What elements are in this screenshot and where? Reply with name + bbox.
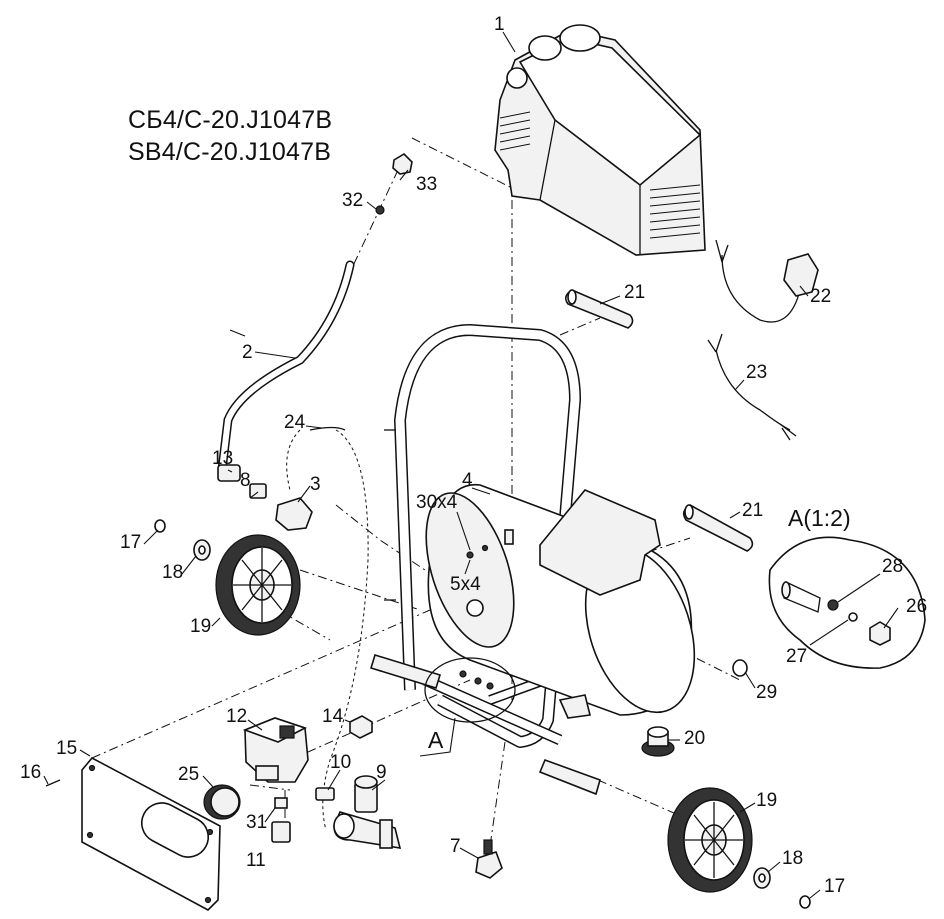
- nut-33-shape: [392, 152, 413, 175]
- protective-panel: [45, 756, 221, 911]
- callout-18-right: 18: [782, 848, 803, 869]
- nut-14-shape: [349, 715, 373, 739]
- callout-33: 33: [416, 174, 437, 195]
- callout-24: 24: [284, 412, 306, 433]
- callout-4: 4: [462, 470, 473, 491]
- wheel-left: [215, 534, 301, 636]
- discharge-pipe-part: [217, 260, 355, 475]
- washer-31-shape: [274, 797, 288, 809]
- detail-a-callout: [419, 536, 926, 757]
- pressure-gauge: [203, 784, 241, 820]
- callout-10: 10: [330, 752, 351, 773]
- callout-28: 28: [882, 556, 903, 577]
- callout-12: 12: [226, 706, 247, 727]
- callout-19-right: 19: [756, 790, 777, 811]
- washer-32-shape: [375, 205, 385, 215]
- screw-16-shape: [45, 779, 61, 787]
- axle: [370, 654, 601, 796]
- callout-21-top: 21: [624, 282, 645, 303]
- detail-a-label: A(1:2): [788, 505, 851, 531]
- callout-14: 14: [322, 706, 344, 727]
- callout-17-right: 17: [824, 876, 845, 897]
- detail-a-marker: A: [428, 727, 444, 753]
- callout-8: 8: [240, 470, 251, 491]
- pressure-switch: [242, 717, 335, 843]
- valve-3-shape: [275, 497, 313, 531]
- callout-31: 31: [246, 812, 267, 833]
- wheel-right: [667, 787, 753, 893]
- plug-22-shape: [783, 253, 819, 297]
- nipple-10-shape: [315, 787, 335, 801]
- cap-29-shape: [732, 659, 748, 677]
- air-tank-part: [425, 483, 696, 719]
- power-cords: [707, 239, 819, 441]
- compressor-head-part: [494, 24, 706, 256]
- handle-grips: [564, 289, 754, 552]
- drain-valve: [475, 839, 503, 879]
- assembly-code-cyrillic: СБ4/С-20.J1047B: [128, 106, 333, 134]
- callout-7: 7: [450, 836, 461, 857]
- callout-16: 16: [20, 762, 41, 783]
- callout-26: 26: [906, 596, 927, 617]
- callout-20: 20: [684, 728, 705, 749]
- callout-22: 22: [810, 286, 831, 307]
- fittings: [217, 152, 413, 531]
- callout-15: 15: [56, 738, 77, 759]
- motor-cover-plate: [539, 489, 661, 596]
- callout-19-left: 19: [190, 616, 211, 637]
- callout-30x4: 30x4: [416, 492, 458, 513]
- assembly-code-latin: SB4/С-20.J1047B: [128, 138, 332, 166]
- fitting-13-shape: [217, 464, 241, 482]
- fitting-11-shape: [271, 821, 291, 843]
- callout-23: 23: [746, 362, 767, 383]
- callout-5x4: 5x4: [450, 574, 481, 595]
- leader-lines: [43, 31, 899, 899]
- callout-13: 13: [212, 448, 233, 469]
- grip-21-top-shape: [564, 289, 634, 329]
- callout-1: 1: [494, 14, 505, 35]
- callout-18-left: 18: [162, 562, 183, 583]
- callout-25: 25: [178, 764, 199, 785]
- callout-labels: 1 2 3 4 5x4 7 8 9 10 11 12 13 14 15 16 1…: [20, 14, 927, 897]
- callout-17-left: 17: [120, 532, 141, 553]
- cooling-fins: [499, 111, 701, 239]
- regulator-assembly: [333, 775, 402, 849]
- washers: [154, 519, 811, 909]
- rubber-foot: [641, 726, 675, 757]
- callout-9: 9: [376, 762, 387, 783]
- hose-24-shape: [309, 426, 346, 431]
- callout-11: 11: [246, 850, 266, 871]
- callout-21-right: 21: [742, 500, 763, 521]
- callout-29: 29: [756, 682, 777, 703]
- callout-2: 2: [242, 342, 253, 363]
- callout-32: 32: [342, 190, 363, 211]
- callout-27: 27: [786, 646, 807, 667]
- callout-3: 3: [310, 474, 321, 495]
